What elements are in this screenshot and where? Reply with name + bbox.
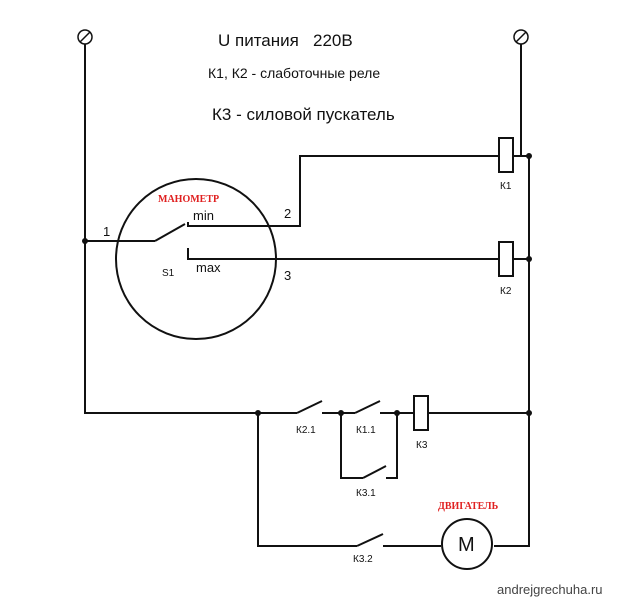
motor-letter: M: [458, 534, 475, 556]
contactor-k3-coil: [413, 395, 429, 431]
motor-branch-wire: [257, 413, 357, 547]
motor-symbol: [441, 518, 493, 570]
node-3-label: 3: [284, 268, 291, 283]
junction-dot: [338, 410, 344, 416]
junction-dot: [526, 153, 532, 159]
node-2-label: 2: [284, 206, 291, 221]
relay-k1-coil: [498, 137, 514, 173]
left-rail-wire: [84, 44, 258, 414]
contact-k1-1-label: К1.1: [356, 425, 376, 436]
node-1-label: 1: [103, 224, 110, 239]
junction-dot: [82, 238, 88, 244]
k3-1-contact: [362, 465, 387, 479]
k1-1-contact: [354, 400, 381, 414]
s1-switch-blade: [154, 223, 186, 242]
relay-k1-label: К1: [500, 181, 512, 192]
contact-k3-2-label: К3.2: [353, 554, 373, 565]
motor-title: ДВИГАТЕЛЬ: [438, 501, 499, 512]
max-contact-wire: [187, 248, 500, 260]
k3-1-return-wire: [386, 413, 398, 479]
supply-voltage-title: U питания 220В: [218, 31, 353, 50]
relay-k2-label: К2: [500, 286, 512, 297]
min-contact-wire: [187, 155, 500, 227]
manometer-title: МАНОМЕТР: [158, 194, 219, 205]
contact-k2-1-label: К2.1: [296, 425, 316, 436]
junction-dot: [394, 410, 400, 416]
min-label: min: [193, 208, 214, 223]
switch-s1-label: S1: [162, 268, 175, 279]
junction-dot: [255, 410, 261, 416]
k2-1-contact: [296, 400, 323, 414]
terminal-right: [513, 29, 529, 45]
terminal-left: [77, 29, 93, 45]
relays-note: К1, К2 - слаботочные реле: [208, 65, 380, 81]
contact-k3-1-label: К3.1: [356, 488, 376, 499]
k3-1-branch-wire: [340, 413, 363, 479]
max-label: max: [196, 260, 221, 275]
junction-dot: [526, 256, 532, 262]
relay-k2-coil: [498, 241, 514, 277]
contactor-note: К3 - силовой пускатель: [212, 105, 395, 124]
k3-2-contact: [356, 533, 384, 547]
right-rail-wire-lower: [494, 156, 530, 547]
contactor-k3-label: К3: [416, 440, 428, 451]
site-watermark: andrejgrechuha.ru: [497, 582, 603, 597]
junction-dot: [526, 410, 532, 416]
